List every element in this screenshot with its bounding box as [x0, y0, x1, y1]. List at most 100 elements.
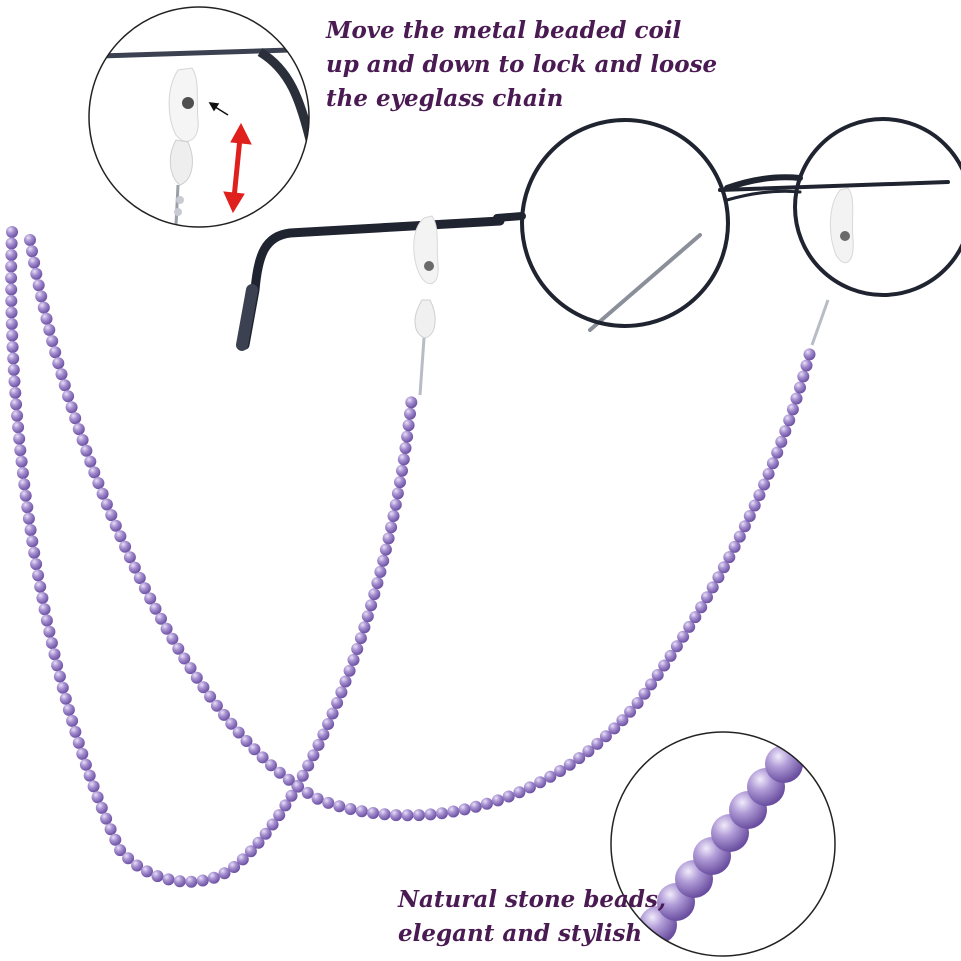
bead [59, 692, 72, 705]
caption-line: Move the metal beaded coil [326, 17, 682, 44]
bead [379, 543, 392, 556]
bead [43, 625, 56, 638]
bead [358, 621, 371, 634]
bead [178, 652, 191, 665]
bead [109, 519, 122, 532]
bead [22, 512, 35, 525]
bead [424, 808, 437, 821]
bead [307, 749, 320, 762]
bead [24, 234, 36, 246]
bead [43, 323, 56, 336]
bead [184, 662, 197, 675]
bead [218, 867, 231, 880]
bead [775, 435, 788, 448]
bead [151, 870, 164, 883]
coil-instruction-caption: Move the metal beaded coil up and down t… [326, 14, 717, 116]
bead [173, 875, 186, 888]
bead [5, 260, 18, 273]
bead [677, 630, 690, 643]
bead [335, 686, 348, 699]
bead [399, 442, 412, 454]
bead [53, 670, 66, 683]
bead [480, 797, 493, 810]
bead [447, 805, 460, 818]
bead [49, 346, 62, 359]
bead [695, 601, 708, 614]
bead [706, 581, 719, 594]
bead [743, 510, 756, 522]
bead [256, 751, 269, 764]
bead [141, 865, 153, 878]
bead [624, 705, 637, 718]
bead [65, 401, 78, 414]
bead [790, 392, 803, 405]
bead [394, 476, 406, 489]
bead-strand-right [24, 234, 816, 822]
bead [190, 671, 203, 684]
bead [26, 535, 39, 548]
bead [265, 759, 277, 772]
bead [32, 279, 45, 292]
bead [66, 714, 79, 727]
bead [738, 520, 751, 533]
bead [149, 602, 162, 615]
bead [32, 569, 45, 582]
bead [48, 648, 61, 661]
bead [367, 807, 380, 819]
bead [104, 823, 117, 836]
caption-line: the eyeglass chain [326, 85, 564, 112]
bead [273, 766, 286, 779]
bead [326, 707, 339, 720]
bead [8, 375, 21, 388]
bead [144, 592, 157, 605]
bead [723, 551, 736, 564]
bead [62, 390, 75, 403]
bead [312, 738, 325, 751]
bead [365, 599, 378, 612]
bead [311, 792, 324, 805]
bead [573, 752, 586, 765]
bead [391, 487, 404, 500]
bead [105, 509, 118, 522]
bead [361, 610, 374, 623]
bead [344, 803, 357, 815]
bead [683, 620, 696, 633]
bead [185, 875, 198, 888]
bead [46, 335, 59, 348]
bead [733, 530, 746, 543]
bead [458, 803, 471, 816]
bead [582, 745, 595, 758]
bead [794, 381, 806, 394]
bead [783, 414, 796, 427]
bead [95, 801, 108, 814]
bead [155, 612, 167, 625]
bead [122, 852, 135, 865]
bead [91, 791, 104, 804]
bead [92, 477, 105, 490]
bead [401, 809, 414, 822]
bead [232, 726, 245, 739]
bead [172, 642, 185, 655]
bead [382, 532, 395, 545]
bead [523, 781, 536, 794]
bead [285, 789, 298, 802]
bead [748, 499, 761, 512]
bead [800, 359, 813, 372]
bead [28, 546, 41, 559]
bead [753, 489, 766, 502]
bead [252, 836, 265, 849]
bead [34, 580, 47, 593]
pointer-arrow-icon [208, 102, 229, 116]
bead [563, 758, 576, 771]
bead [664, 649, 677, 662]
bead [608, 722, 621, 735]
zoom-circle-icon [88, 6, 310, 228]
bead [69, 725, 82, 738]
bead [491, 794, 504, 807]
bead [30, 267, 43, 280]
bead [248, 743, 261, 756]
bead [40, 312, 53, 325]
bead [88, 466, 101, 479]
bead [19, 489, 32, 502]
bead [354, 632, 367, 645]
